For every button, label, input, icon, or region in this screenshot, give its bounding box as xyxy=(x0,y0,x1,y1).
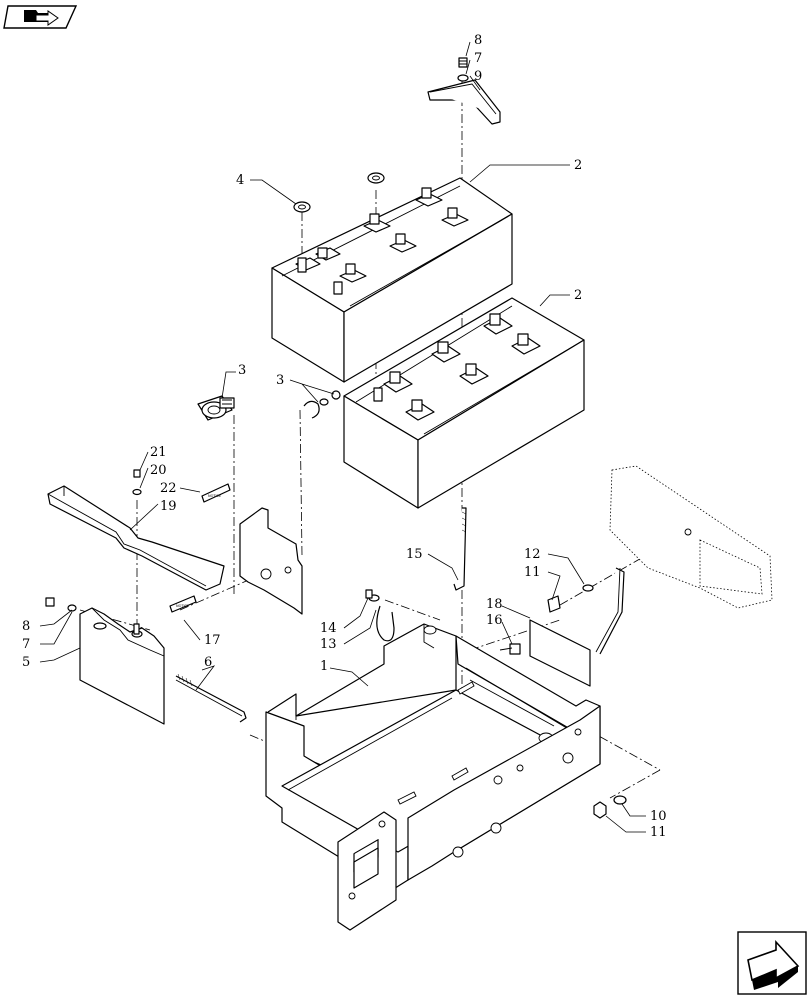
callout-8b: 8 xyxy=(22,619,30,634)
callout-20: 20 xyxy=(150,463,167,478)
callout-16: 16 xyxy=(486,613,503,628)
decal-22-text: NOTICE xyxy=(208,494,221,498)
part-10-11-nut-washer xyxy=(593,795,627,819)
part-2-battery-front xyxy=(343,297,585,509)
part-16-bolt xyxy=(499,643,521,655)
folder-arrow-icon[interactable] xyxy=(3,5,78,29)
callout-10: 10 xyxy=(650,809,667,824)
part-3-disconnect-switch xyxy=(197,395,235,421)
part-9-clamp-bar xyxy=(427,57,501,125)
callout-14: 14 xyxy=(320,621,337,636)
callout-18: 18 xyxy=(486,597,503,612)
callout-19: 19 xyxy=(160,499,177,514)
part-1-battery-tray xyxy=(265,623,601,931)
callout-6: 6 xyxy=(204,655,212,670)
part-19-cover xyxy=(47,469,225,591)
leader-lines xyxy=(39,41,646,833)
next-page-arrow-icon[interactable] xyxy=(737,931,807,995)
callout-13: 13 xyxy=(320,637,337,652)
part-5-bracket xyxy=(45,597,165,725)
callout-11a: 11 xyxy=(524,565,541,580)
part-3-nut-set xyxy=(303,390,341,419)
callout-7b: 7 xyxy=(22,637,30,652)
callouts: 8 7 9 4 2 2 3 3 21 20 22 19 15 12 11 18 … xyxy=(22,33,667,840)
callout-7a: 7 xyxy=(474,51,482,66)
callout-5: 5 xyxy=(22,655,30,670)
cable-assembly xyxy=(547,465,773,655)
callout-21: 21 xyxy=(150,445,167,460)
callout-9: 9 xyxy=(474,69,482,84)
decal-17-text: NOTICE xyxy=(176,604,189,608)
part-14-clip xyxy=(365,589,395,642)
callout-3a: 3 xyxy=(238,363,246,378)
callout-4: 4 xyxy=(236,173,244,188)
callout-11b: 11 xyxy=(650,825,667,840)
part-2-battery-rear xyxy=(271,177,513,383)
switch-mount-plate: NOTICE xyxy=(169,507,303,615)
callout-8a: 8 xyxy=(474,33,482,48)
part-6-rod xyxy=(175,673,247,723)
callout-3b: 3 xyxy=(276,373,284,388)
callout-15: 15 xyxy=(406,547,423,562)
part-22-decal: NOTICE xyxy=(201,483,231,503)
callout-12: 12 xyxy=(524,547,541,562)
part-18-pad xyxy=(529,619,591,687)
part-15-j-bolt xyxy=(453,507,467,591)
callout-1: 1 xyxy=(320,659,328,674)
callout-2b: 2 xyxy=(574,288,582,303)
callout-2a: 2 xyxy=(574,158,582,173)
callout-22: 22 xyxy=(160,481,177,496)
callout-17: 17 xyxy=(204,633,221,648)
part-4-washers xyxy=(293,172,385,213)
